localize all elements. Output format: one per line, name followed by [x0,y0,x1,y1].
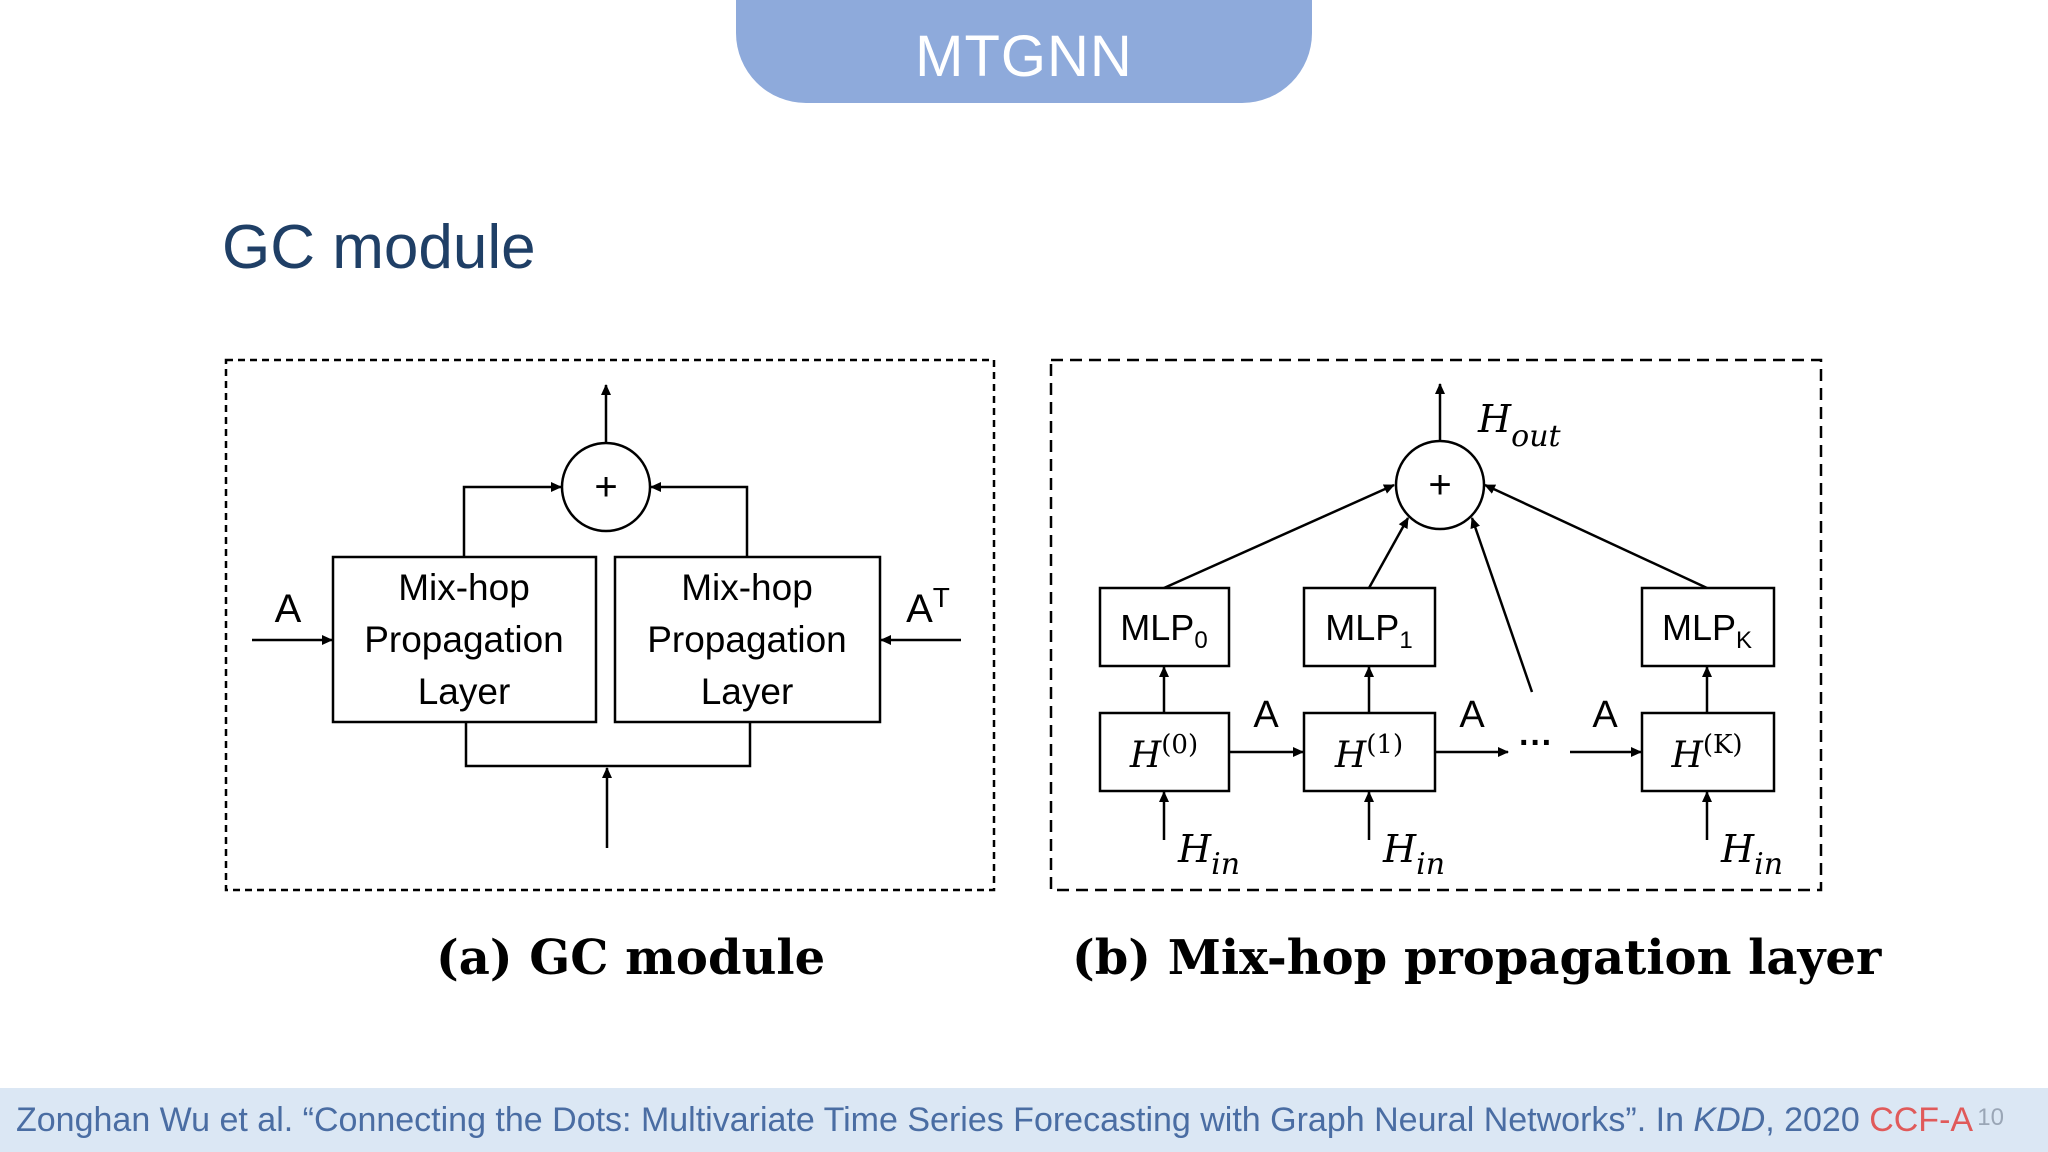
hidden-k-H: H [1670,735,1703,776]
output-label-b: Hout [1477,397,1562,454]
input-AT-base: A [906,587,933,631]
output-subscript: out [1511,419,1561,454]
section-heading: GC module [222,213,536,282]
input-AT-label: AT [906,582,950,631]
citation-rank: CCF-A [1869,1100,1974,1139]
hidden-label-1: H(1) [1334,730,1403,776]
citation-year: , 2020 [1765,1100,1870,1139]
mlp-1-text: MLP [1325,607,1399,648]
input-label-0: Hin [1177,827,1240,882]
hidden-0-H: H [1129,735,1162,776]
right-to-sum-arrow [650,482,749,557]
input-k-H: H [1720,827,1755,871]
mlp0-to-sum-arrow [1163,483,1395,590]
hidden-1-sup: (1) [1366,730,1403,760]
panel-b-border [1049,358,1823,892]
slide-title-tab: MTGNN [736,0,1312,103]
mlp-0-text: MLP [1120,607,1194,648]
left-to-sum-arrow [462,482,562,557]
citation: Zonghan Wu et al. “Connecting the Dots: … [0,1101,1973,1140]
mixhop-block-left [331,555,598,724]
ellipsis-to-sum-arrow [1470,517,1534,693]
hidden-0-sup: (0) [1161,730,1198,760]
block-right-label-2: Propagation [647,619,847,660]
mlp-k-text: MLP [1662,607,1736,648]
sum-symbol-b: + [1428,463,1451,507]
edge-label-A-2: A [1459,694,1485,736]
hidden-label-0: H(0) [1129,730,1198,776]
citation-text: Zonghan Wu et al. “Connecting the Dots: … [16,1100,1694,1139]
input-label-k: Hin [1720,827,1783,882]
mlp-label-1: MLP1 [1325,607,1412,654]
ellipsis: ··· [1519,724,1553,762]
gc-module-diagram: Mix-hop Propagation Layer Mix-hop Propag… [224,358,1823,892]
mlpk-to-sum-arrow [1484,483,1708,590]
mlp-k-sub: K [1736,627,1752,654]
block-right-label-3: Layer [701,671,794,712]
hidden-1-H: H [1334,735,1367,776]
edge-label-A-3: A [1592,694,1618,736]
mlp-label-0: MLP0 [1120,607,1207,654]
block-left-label-2: Propagation [364,619,564,660]
block-right-label-1: Mix-hop [681,567,813,608]
input-1-H: H [1382,827,1417,871]
sum-symbol-a: + [594,465,617,509]
hidden-k-sup: (K) [1703,730,1743,760]
caption-a: (a) GC module [436,930,826,986]
bottom-input-splitter [464,722,752,768]
mlp-label-k: MLPK [1662,607,1752,654]
mlp-box-k [1640,586,1776,668]
panel-a-border [224,358,996,892]
input-AT-superscript: T [933,582,950,613]
input-0-H: H [1177,827,1212,871]
edge-label-A-1: A [1253,694,1279,736]
hidden-box-1 [1302,711,1437,793]
block-left-label-1: Mix-hop [398,567,530,608]
input-0-sub: in [1211,847,1240,882]
mlp-1-sub: 1 [1399,627,1412,654]
citation-venue: KDD [1693,1100,1766,1139]
input-1-sub: in [1416,847,1445,882]
citation-bar: Zonghan Wu et al. “Connecting the Dots: … [0,1088,2048,1152]
input-A-label: A [275,587,302,631]
page-number: 10 [1977,1104,2004,1131]
hidden-label-k: H(K) [1670,730,1742,776]
hidden-box-0 [1098,711,1231,793]
output-H: H [1477,397,1512,441]
caption-b: (b) Mix-hop propagation layer [1072,930,1882,986]
slide-title: MTGNN [915,24,1133,89]
input-label-1: Hin [1382,827,1445,882]
input-k-sub: in [1754,847,1783,882]
mlp-0-sub: 0 [1194,627,1207,654]
mlp1-to-sum-arrow [1367,517,1410,589]
block-left-label-3: Layer [418,671,511,712]
